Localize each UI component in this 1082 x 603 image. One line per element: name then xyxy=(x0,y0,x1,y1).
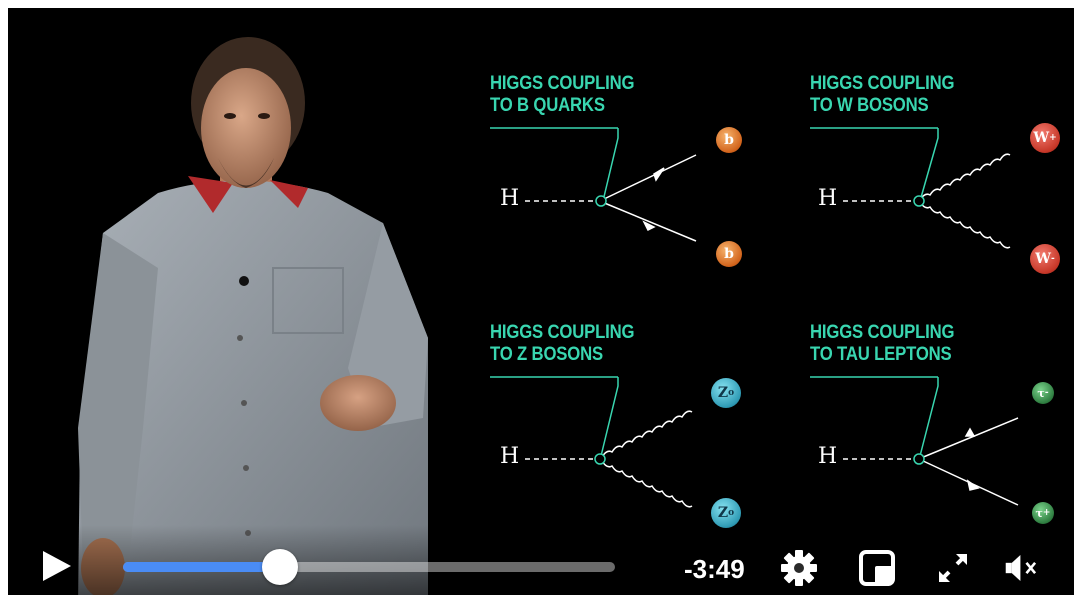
video-scene xyxy=(78,37,1019,595)
title-line-2: TO B QUARKS xyxy=(490,95,605,116)
higgs-label: H xyxy=(500,186,520,211)
diagram-w-bosons-title: HIGGS COUPLING TO W BOSONS xyxy=(810,73,954,117)
diagram-z-bosons-title: HIGGS COUPLING TO Z BOSONS xyxy=(490,322,634,366)
progress-fill xyxy=(123,562,281,572)
w-minus-particle: W- xyxy=(1030,244,1060,274)
title-line-2: TO TAU LEPTONS xyxy=(810,344,952,365)
presenter xyxy=(78,37,428,595)
progress-bar[interactable] xyxy=(123,549,615,585)
fullscreen-expand-icon[interactable] xyxy=(934,549,972,587)
video-frame[interactable]: HIGGS COUPLING TO B QUARKS HIGGS COUPLIN… xyxy=(8,8,1074,595)
picture-in-picture-icon[interactable] xyxy=(858,549,896,587)
diagram-z-bosons-lines xyxy=(490,376,693,508)
b-quark-particle: b xyxy=(716,127,742,153)
diagram-b-quarks-lines xyxy=(490,127,697,242)
w-plus-particle: W+ xyxy=(1030,123,1060,153)
higgs-label: H xyxy=(818,444,838,469)
title-line-1: HIGGS COUPLING xyxy=(810,322,955,343)
progress-scrubber-handle[interactable] xyxy=(262,549,299,585)
diagram-tau-leptons-title: HIGGS COUPLING TO TAU LEPTONS xyxy=(810,322,954,366)
higgs-label: H xyxy=(500,444,520,469)
play-icon[interactable] xyxy=(40,549,74,583)
title-line-1: HIGGS COUPLING xyxy=(490,73,635,94)
volume-muted-icon[interactable] xyxy=(1004,549,1042,587)
video-controls-bar: -3:49 xyxy=(8,525,1074,595)
tau-minus-particle: τ- xyxy=(1032,382,1054,404)
title-line-2: TO Z BOSONS xyxy=(490,344,603,365)
higgs-label: H xyxy=(818,186,838,211)
settings-gear-icon[interactable] xyxy=(780,549,818,587)
title-line-1: HIGGS COUPLING xyxy=(810,73,955,94)
title-line-2: TO W BOSONS xyxy=(810,95,929,116)
diagram-tau-leptons-lines xyxy=(810,376,1019,506)
video-player[interactable]: HIGGS COUPLING TO B QUARKS HIGGS COUPLIN… xyxy=(8,8,1074,595)
diagram-w-bosons-lines xyxy=(810,127,1011,249)
title-line-1: HIGGS COUPLING xyxy=(490,322,635,343)
tau-plus-particle: τ+ xyxy=(1032,502,1054,524)
diagram-b-quarks-title: HIGGS COUPLING TO B QUARKS xyxy=(490,73,634,117)
time-remaining: -3:49 xyxy=(684,554,745,584)
b-antiquark-particle: b xyxy=(716,241,742,267)
